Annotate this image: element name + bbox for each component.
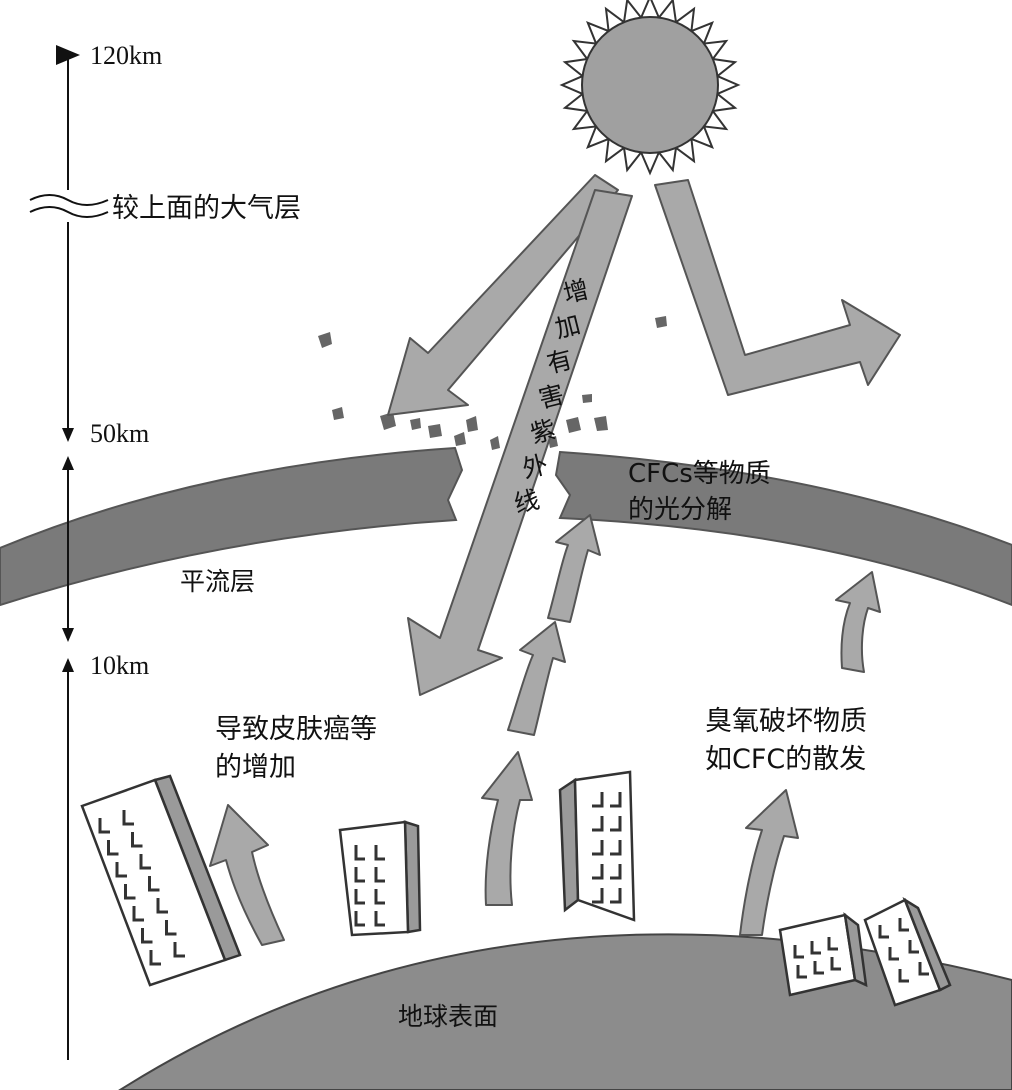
building-center-right	[560, 772, 634, 920]
ods-emission-label-line2: 如CFC的散发	[705, 744, 866, 775]
building-left	[82, 776, 240, 985]
sun	[562, 0, 738, 173]
earth-surface-label: 地球表面	[398, 1002, 498, 1031]
skin-cancer-label-line1: 导致皮肤癌等	[215, 714, 377, 745]
stratosphere-label: 平流层	[180, 567, 255, 596]
tick-label-10km: 10km	[90, 651, 149, 680]
reflected-arrow-right	[655, 180, 900, 395]
cfc-photolysis-label-line2: 的光分解	[628, 495, 732, 525]
cfc-photolysis-label-line1: CFCs等物质	[628, 459, 771, 489]
tick-label-120km: 120km	[90, 41, 162, 70]
skin-cancer-label-line2: 的增加	[215, 752, 296, 783]
building-center-left	[340, 822, 420, 935]
tick-label-50km: 50km	[90, 419, 149, 448]
ods-emission-label-line1: 臭氧破坏物质	[705, 706, 867, 737]
upper-atmosphere-label: 较上面的大气层	[112, 193, 301, 224]
axis-break-mark	[30, 195, 108, 217]
